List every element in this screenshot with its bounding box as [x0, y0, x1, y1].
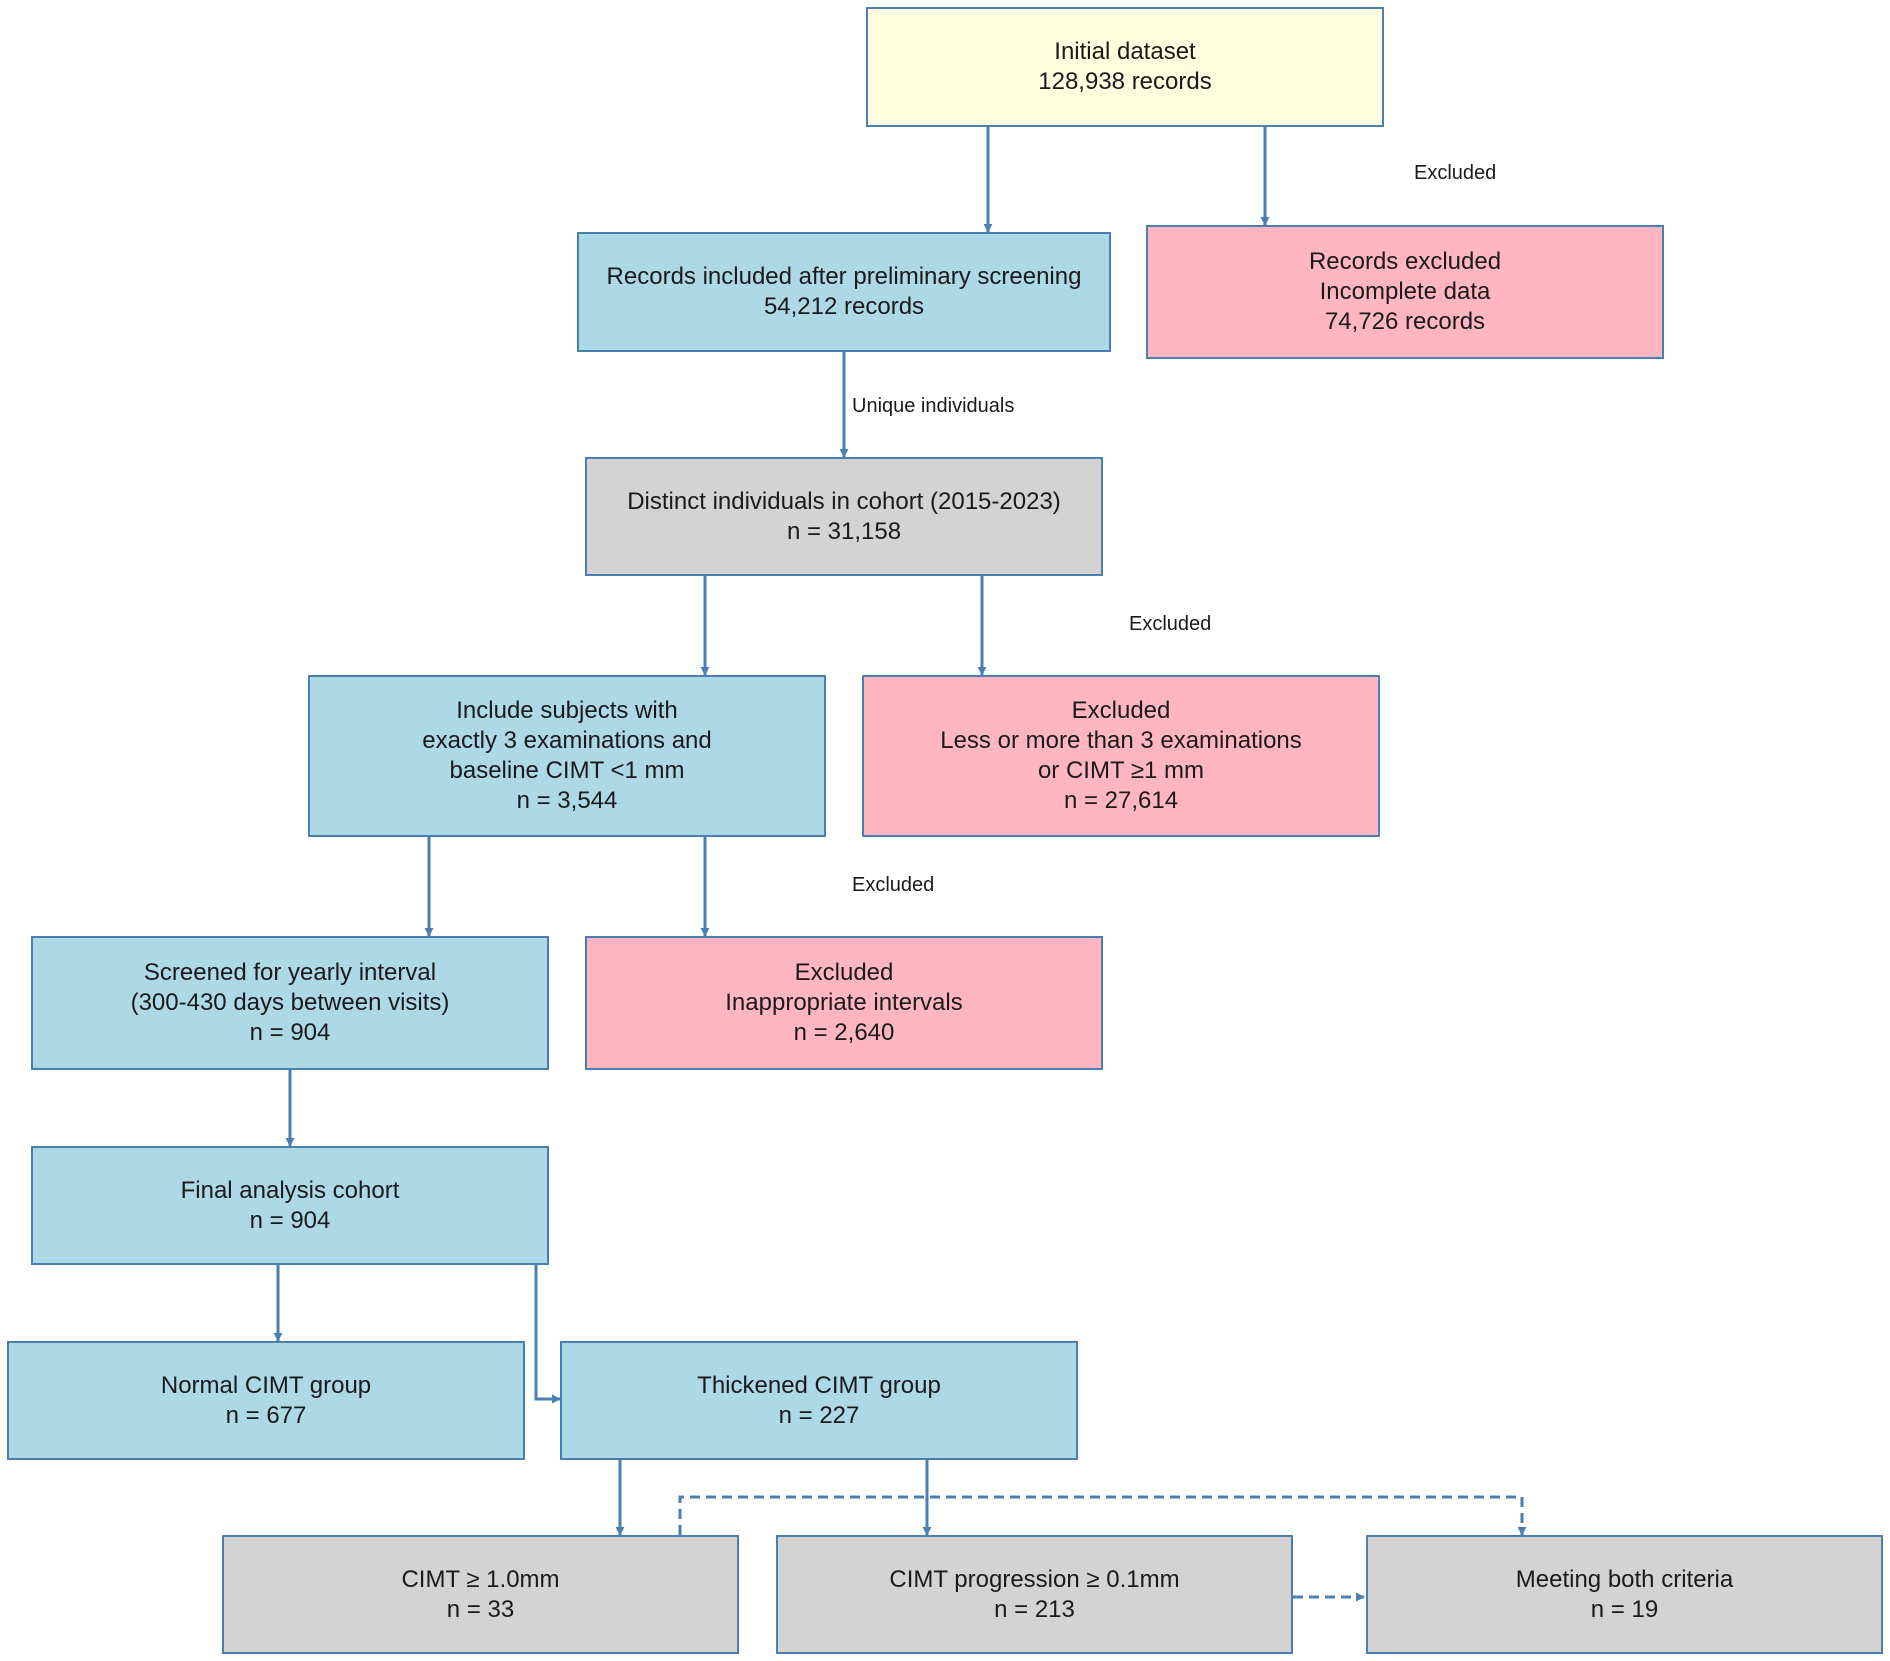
- node-excluded-examinations-line-4: n = 27,614: [1063, 787, 1179, 814]
- node-distinct-individuals-line-2: n = 31,158: [786, 517, 902, 545]
- edge-label-excluded-3: Excluded: [852, 874, 935, 896]
- node-include-subjects-line-4: n = 3,544: [516, 787, 618, 814]
- node-both-criteria-line-2: n = 19: [1590, 1595, 1659, 1623]
- node-normal-cimt-line-1: Normal CIMT group: [160, 1371, 372, 1399]
- node-thickened-cimt-line-1: Thickened CIMT group: [697, 1371, 941, 1399]
- node-yearly-interval: Screened for yearly interval (300-430 da…: [31, 936, 549, 1070]
- node-preliminary-screening: Records included after preliminary scree…: [577, 232, 1111, 352]
- edge-label-excluded-1: Excluded: [1414, 162, 1497, 184]
- arrow-final-to-thickened: [534, 1265, 561, 1404]
- edge-label-excluded-2: Excluded: [1129, 613, 1212, 635]
- node-final-cohort-line-1: Final analysis cohort: [180, 1176, 400, 1204]
- node-both-criteria: Meeting both criteria n = 19: [1366, 1535, 1883, 1654]
- node-initial-dataset-line-1: Initial dataset: [1054, 38, 1196, 65]
- node-yearly-interval-line-1: Screened for yearly interval: [143, 959, 437, 986]
- node-include-subjects: Include subjects with exactly 3 examinat…: [308, 675, 826, 837]
- node-yearly-interval-line-2: (300-430 days between visits): [130, 989, 450, 1016]
- node-normal-cimt: Normal CIMT group n = 677: [7, 1341, 525, 1460]
- node-records-excluded-line-2: Incomplete data: [1319, 278, 1491, 305]
- node-excluded-intervals-line-1: Excluded: [794, 959, 894, 986]
- node-normal-cimt-line-2: n = 677: [225, 1401, 307, 1429]
- node-cimt-progression-line-2: n = 213: [994, 1595, 1075, 1623]
- node-preliminary-screening-line-1: Records included after preliminary scree…: [606, 263, 1082, 290]
- node-excluded-examinations-line-2: Less or more than 3 examinations: [940, 727, 1302, 754]
- node-include-subjects-line-3: baseline CIMT <1 mm: [449, 757, 685, 784]
- node-cimt-progression: CIMT progression ≥ 0.1mm n = 213: [776, 1535, 1293, 1654]
- node-distinct-individuals: Distinct individuals in cohort (2015-202…: [585, 457, 1103, 576]
- node-final-cohort-line-2: n = 904: [249, 1206, 331, 1234]
- node-yearly-interval-line-3: n = 904: [249, 1019, 331, 1046]
- node-excluded-examinations-line-3: or CIMT ≥1 mm: [1037, 757, 1205, 784]
- node-records-excluded-line-3: 74,726 records: [1324, 308, 1486, 335]
- node-final-cohort: Final analysis cohort n = 904: [31, 1146, 549, 1265]
- node-both-criteria-line-1: Meeting both criteria: [1515, 1565, 1734, 1593]
- node-preliminary-screening-line-2: 54,212 records: [763, 293, 925, 320]
- node-cimt-1mm: CIMT ≥ 1.0mm n = 33: [222, 1535, 739, 1654]
- dashed-arrow-cimt1-to-both: [678, 1495, 1527, 1536]
- node-records-excluded-line-1: Records excluded: [1308, 248, 1502, 275]
- node-thickened-cimt: Thickened CIMT group n = 227: [560, 1341, 1078, 1460]
- node-excluded-examinations: Excluded Less or more than 3 examination…: [862, 675, 1380, 837]
- node-excluded-intervals-line-2: Inappropriate intervals: [725, 989, 963, 1016]
- node-thickened-cimt-line-2: n = 227: [778, 1401, 860, 1429]
- node-include-subjects-line-2: exactly 3 examinations and: [422, 727, 712, 754]
- node-records-excluded: Records excluded Incomplete data 74,726 …: [1146, 225, 1664, 359]
- node-cimt-1mm-line-2: n = 33: [446, 1595, 515, 1623]
- node-excluded-intervals-line-3: n = 2,640: [793, 1019, 895, 1046]
- edge-label-unique-individuals: Unique individuals: [852, 395, 1015, 417]
- node-include-subjects-line-1: Include subjects with: [456, 697, 678, 724]
- node-initial-dataset: Initial dataset 128,938 records: [866, 7, 1384, 127]
- node-cimt-progression-line-1: CIMT progression ≥ 0.1mm: [889, 1565, 1180, 1593]
- node-excluded-examinations-line-1: Excluded: [1071, 697, 1171, 724]
- node-initial-dataset-line-2: 128,938 records: [1038, 68, 1212, 95]
- node-cimt-1mm-line-1: CIMT ≥ 1.0mm: [401, 1565, 560, 1593]
- node-excluded-intervals: Excluded Inappropriate intervals n = 2,6…: [585, 936, 1103, 1070]
- node-distinct-individuals-line-1: Distinct individuals in cohort (2015-202…: [627, 487, 1061, 515]
